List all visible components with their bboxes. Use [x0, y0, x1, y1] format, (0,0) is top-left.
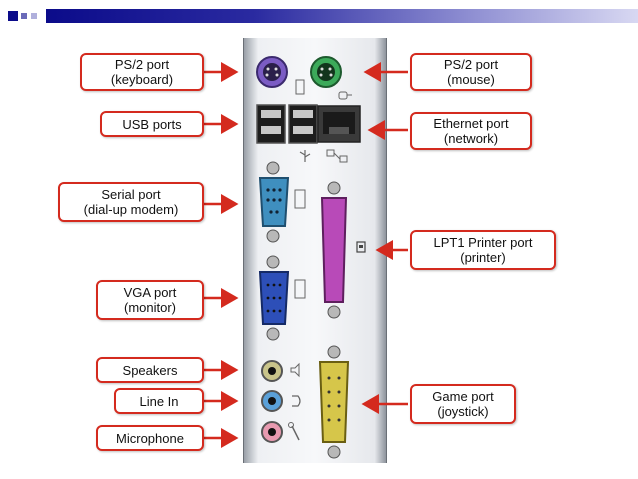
label-ps2-mouse: PS/2 port (mouse) — [410, 53, 532, 91]
label-line: VGA port — [123, 285, 177, 300]
label-speakers: Speakers — [96, 357, 204, 383]
monitor-icon — [294, 279, 306, 299]
line-in-jack — [261, 390, 283, 412]
label-serial: Serial port (dial-up modem) — [58, 182, 204, 222]
label-line: Serial port — [101, 187, 161, 202]
label-line: Microphone — [116, 430, 184, 446]
label-line: (printer) — [460, 250, 506, 265]
header-square-small — [21, 13, 27, 19]
speaker-icon — [290, 362, 300, 378]
label-line: Speakers — [122, 362, 178, 378]
serial-icon — [294, 189, 306, 209]
printer-icon — [356, 241, 366, 253]
usb-icon — [299, 150, 311, 162]
microphone-jack — [261, 421, 283, 443]
label-vga: VGA port (monitor) — [96, 280, 204, 320]
label-line: (keyboard) — [110, 72, 174, 87]
header-square-large — [8, 11, 18, 21]
line-in-icon — [292, 395, 301, 407]
label-line: (dial-up modem) — [83, 202, 179, 217]
label-line-in: Line In — [114, 388, 204, 414]
mouse-icon — [338, 91, 352, 100]
network-icon — [326, 149, 348, 163]
label-line: (network) — [443, 131, 499, 146]
label-line: Ethernet port — [433, 116, 509, 131]
keyboard-icon — [295, 79, 305, 95]
slide-header-decoration — [0, 0, 638, 26]
label-microphone: Microphone — [96, 425, 204, 451]
label-line: (mouse) — [447, 72, 495, 87]
label-ethernet: Ethernet port (network) — [410, 112, 532, 150]
ethernet-port — [317, 105, 361, 143]
label-ps2-keyboard: PS/2 port (keyboard) — [80, 53, 204, 91]
label-line: (monitor) — [123, 300, 176, 315]
microphone-icon — [288, 422, 300, 441]
label-usb: USB ports — [100, 111, 204, 137]
serial-port — [258, 161, 290, 243]
label-line: Line In — [139, 393, 179, 409]
label-lpt1: LPT1 Printer port (printer) — [410, 230, 556, 270]
label-line: Game port — [432, 389, 494, 404]
usb-ports — [256, 104, 318, 144]
ps2-mouse-port — [310, 56, 342, 88]
speakers-jack — [261, 360, 283, 382]
ps2-keyboard-port — [256, 56, 288, 88]
label-line: (joystick) — [437, 404, 489, 419]
vga-port — [258, 255, 290, 341]
header-square-tiny — [31, 13, 37, 19]
label-line: PS/2 port — [443, 57, 499, 72]
header-gradient-bar — [46, 9, 638, 23]
label-line: LPT1 Printer port — [433, 235, 533, 250]
label-line: PS/2 port — [114, 57, 170, 72]
game-port — [318, 345, 350, 459]
label-game: Game port (joystick) — [410, 384, 516, 424]
label-line: USB ports — [122, 116, 182, 132]
callout-arrows — [204, 62, 408, 448]
lpt1-printer-port — [320, 181, 348, 319]
